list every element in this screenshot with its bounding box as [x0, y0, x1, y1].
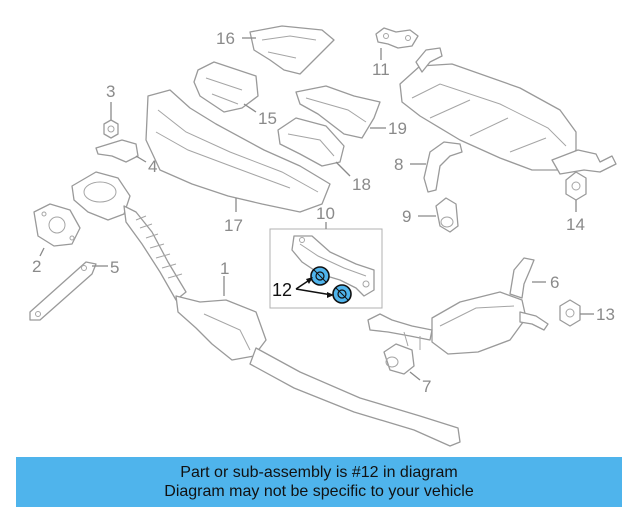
part-14-rubber-mount [565, 171, 587, 201]
callout-10: 10 [316, 204, 335, 223]
callout-8: 8 [394, 155, 403, 174]
callout-12: 12 [272, 280, 292, 300]
part-13-rubber-mount [559, 299, 581, 327]
front-pipe-assembly [71, 171, 187, 301]
callout-15: 15 [258, 109, 277, 128]
callout-14: 14 [566, 215, 585, 234]
exhaust-parts-diagram: 16 11 15 3 4 17 19 [29, 25, 617, 447]
part-6-tail-pipe [509, 257, 535, 299]
part-2-gasket [33, 203, 81, 247]
part-4-bracket [95, 139, 139, 163]
part-8-pipe [423, 141, 463, 193]
callout-6: 6 [550, 273, 559, 292]
callout-17: 17 [224, 216, 243, 235]
callout-7: 7 [422, 377, 431, 396]
part-19-heat-shield [295, 85, 381, 139]
part-3-nut [103, 102, 119, 139]
callout-9: 9 [402, 207, 411, 226]
callout-18: 18 [352, 175, 371, 194]
lower-muffler [367, 291, 549, 355]
callout-2: 2 [32, 257, 41, 276]
part-9-clamp [435, 197, 459, 233]
part-12-rubber-mount [310, 266, 352, 304]
part-16-heat-shield [249, 25, 335, 75]
callout-5: 5 [110, 258, 119, 277]
part-10-box [269, 228, 383, 309]
info-banner: Part or sub-assembly is #12 in diagram D… [16, 457, 622, 507]
callout-4: 4 [148, 157, 157, 176]
part-11-bracket [375, 27, 419, 49]
part-15-heat-shield [193, 61, 259, 113]
callout-1: 1 [220, 259, 229, 278]
callout-11: 11 [372, 60, 390, 79]
rear-muffler-upper [399, 47, 617, 175]
callout-3: 3 [106, 82, 115, 101]
part-7-clamp [383, 343, 415, 375]
callout-13: 13 [596, 305, 615, 324]
banner-line-2: Diagram may not be specific to your vehi… [164, 483, 474, 500]
part-5-bracket [29, 261, 97, 321]
part-17-heat-shield [145, 89, 331, 213]
part-1-exhaust-pipe [175, 295, 461, 447]
callout-19: 19 [388, 119, 407, 138]
callout-12-arrows [295, 277, 334, 298]
part-18-heat-shield [277, 117, 345, 167]
callout-16: 16 [216, 29, 235, 48]
banner-line-1: Part or sub-assembly is #12 in diagram [180, 464, 458, 481]
